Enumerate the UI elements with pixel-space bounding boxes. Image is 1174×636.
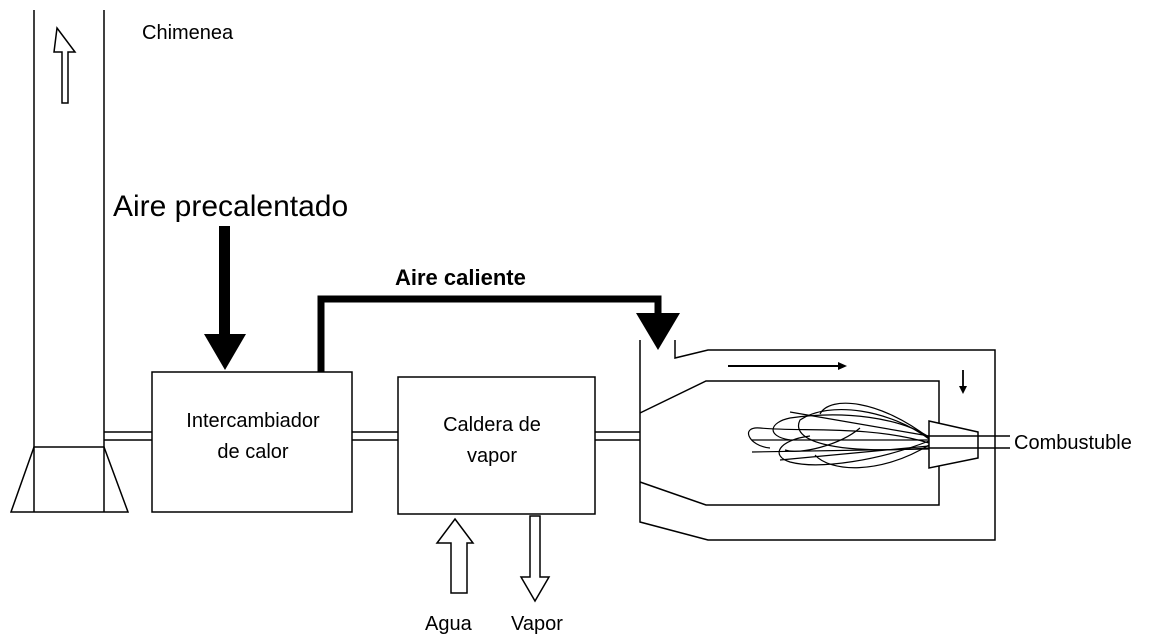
flame [747, 402, 930, 469]
steam-boiler-label-line2: vapor [467, 445, 517, 467]
steam-boiler-label-line1: Caldera de [443, 414, 541, 436]
water-label: Agua [425, 613, 473, 635]
burner-nozzle [928, 420, 979, 469]
preheated-air-label: Aire precalentado [113, 190, 348, 223]
pipes [104, 431, 640, 441]
steam-out-arrow-icon [519, 515, 551, 603]
hot-air-label: Aire caliente [395, 265, 526, 290]
heat-exchanger-label-line1: Intercambiador [186, 410, 320, 432]
heat-exchanger-box [151, 371, 353, 513]
chimney-label: Chimenea [142, 22, 234, 44]
steam-boiler-box [397, 376, 596, 515]
chimney-up-arrow-icon [53, 26, 77, 104]
steam-label: Vapor [511, 613, 563, 635]
chimney [9, 10, 130, 513]
flow-arrow-head-icon [838, 362, 847, 370]
preheated-air-arrow-shaft [219, 226, 230, 336]
water-in-arrow-icon [435, 517, 475, 594]
preheated-air-arrow-head-icon [204, 334, 246, 370]
heat-exchanger-label-line2: de calor [217, 441, 288, 463]
hot-air-duct [317, 295, 662, 372]
fuel-label: Combustuble [1014, 432, 1132, 454]
small-down-arrow-head-icon [959, 386, 967, 394]
hot-air-arrow-head-icon [636, 313, 680, 350]
